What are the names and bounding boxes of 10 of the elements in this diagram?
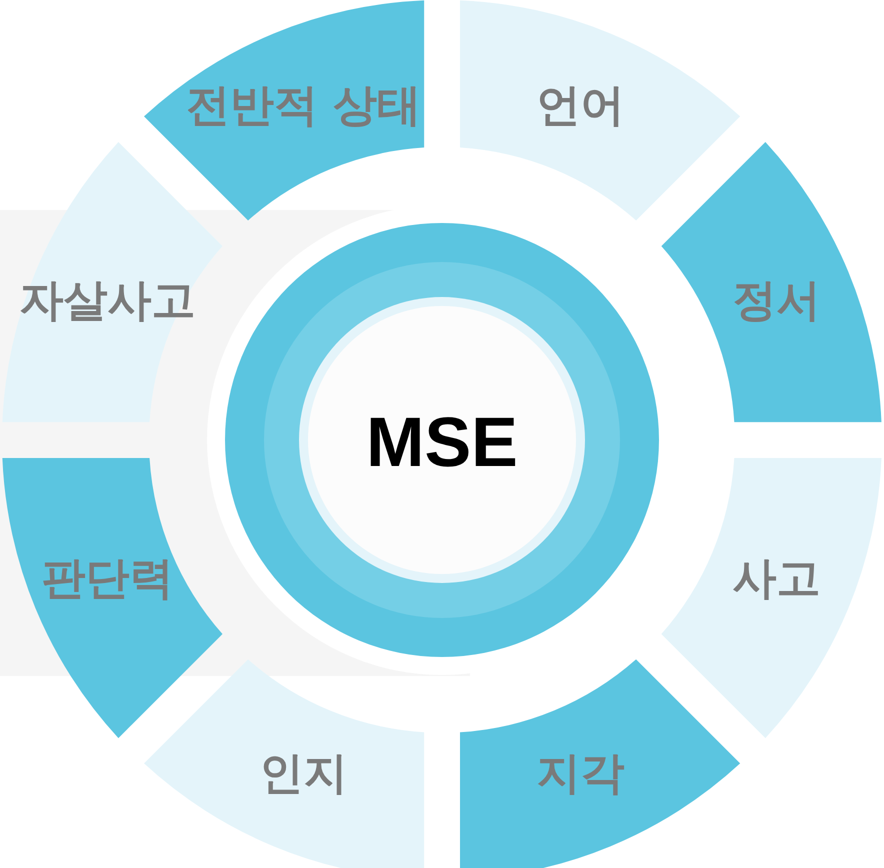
segment-label: 인지 xyxy=(259,752,348,796)
center-label: MSE xyxy=(366,407,518,477)
segment-label: 사고 xyxy=(732,556,820,601)
segment-label: 판단력 xyxy=(42,556,174,601)
segment-label: 전반적 상태 xyxy=(186,84,422,128)
segment-label: 자살사고 xyxy=(20,279,196,324)
segment-label: 언어 xyxy=(536,84,625,128)
center-circle xyxy=(225,223,659,657)
segment-label: 정서 xyxy=(732,279,820,324)
segment-label: 지각 xyxy=(536,752,625,796)
